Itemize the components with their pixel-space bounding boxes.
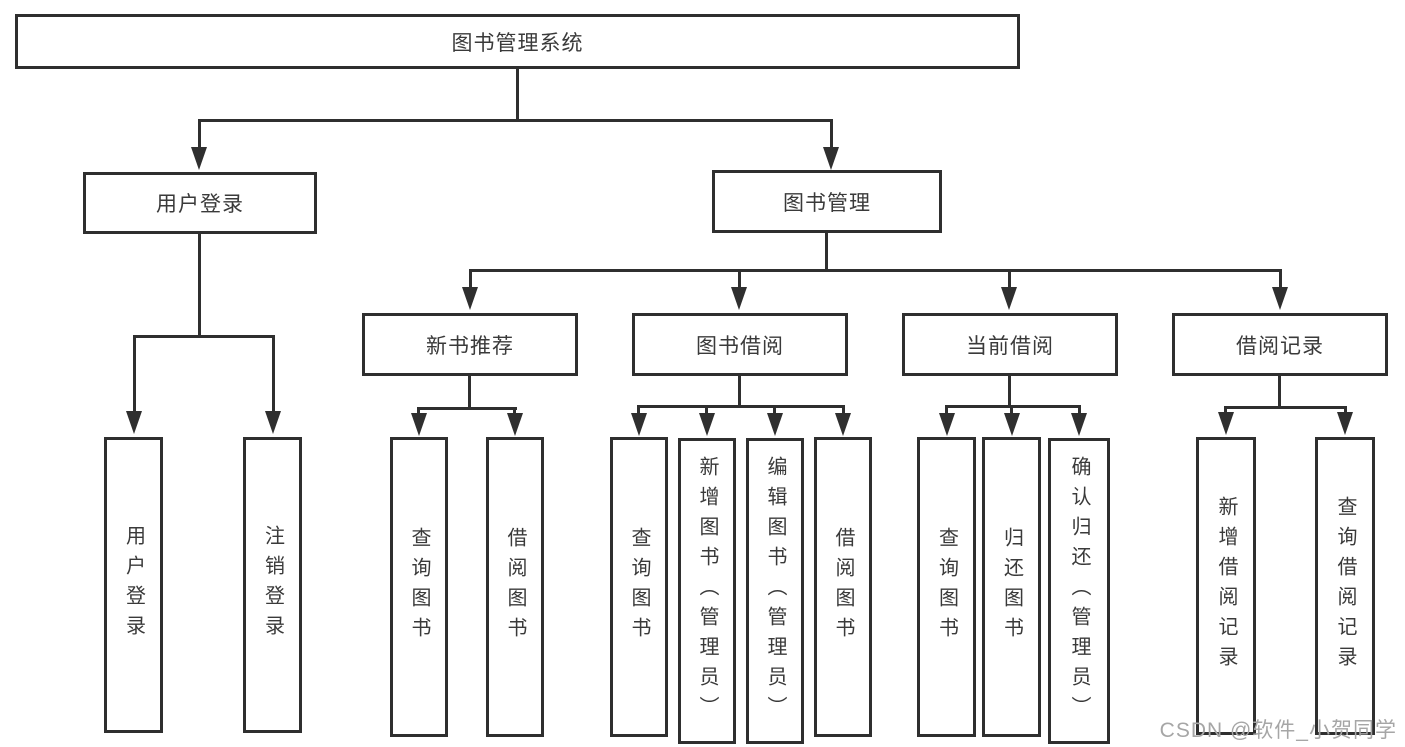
leaf-borrow-books-1-label: 借阅图书 xyxy=(504,527,526,647)
connector-line xyxy=(469,269,472,287)
connector-line xyxy=(1008,269,1011,287)
connector-line xyxy=(842,405,845,413)
node-book-management: 图书管理 xyxy=(712,170,942,233)
arrow-down-icon xyxy=(1071,413,1087,436)
leaf-query-books-1: 查询图书 xyxy=(390,437,448,737)
connector-line xyxy=(133,335,136,412)
connector-line xyxy=(738,269,741,287)
connector-line xyxy=(738,376,741,407)
leaf-user-login-label: 用户登录 xyxy=(122,525,145,645)
connector-line xyxy=(133,335,275,338)
connector-line xyxy=(468,376,471,409)
arrow-down-icon xyxy=(191,147,207,170)
arrow-down-icon xyxy=(835,413,851,436)
arrow-down-icon xyxy=(1218,412,1234,435)
connector-line xyxy=(198,119,833,122)
connector-line xyxy=(469,269,1282,272)
leaf-borrow-books-2-label: 借阅图书 xyxy=(832,527,854,647)
arrow-down-icon xyxy=(462,287,478,310)
node-user-login: 用户登录 xyxy=(83,172,317,234)
connector-line xyxy=(705,405,708,413)
leaf-confirm-return-admin: 确认归还（管理员） xyxy=(1048,438,1110,744)
connector-line xyxy=(516,69,519,121)
connector-line xyxy=(1008,376,1011,407)
connector-line xyxy=(945,405,948,413)
connector-line xyxy=(1279,269,1282,287)
connector-line xyxy=(1078,405,1081,413)
node-borrow-records: 借阅记录 xyxy=(1172,313,1388,376)
node-new-book-recommend-label: 新书推荐 xyxy=(426,334,514,358)
leaf-add-borrow-record-label: 新增借阅记录 xyxy=(1215,496,1237,676)
connector-line xyxy=(1224,406,1347,409)
arrow-down-icon xyxy=(939,413,955,436)
node-book-borrow-label: 图书借阅 xyxy=(696,334,784,358)
arrow-down-icon xyxy=(126,411,142,434)
connector-line xyxy=(272,335,275,412)
node-new-book-recommend: 新书推荐 xyxy=(362,313,578,376)
leaf-user-login: 用户登录 xyxy=(104,437,163,733)
arrow-down-icon xyxy=(265,411,281,434)
leaf-logout-login: 注销登录 xyxy=(243,437,302,733)
leaf-query-books-3: 查询图书 xyxy=(917,437,976,737)
arrow-down-icon xyxy=(631,413,647,436)
node-current-borrow: 当前借阅 xyxy=(902,313,1118,376)
connector-line xyxy=(1344,406,1347,412)
connector-line xyxy=(1278,376,1281,408)
node-borrow-records-label: 借阅记录 xyxy=(1236,334,1324,358)
leaf-query-books-2: 查询图书 xyxy=(610,437,668,737)
connector-line xyxy=(417,407,420,414)
node-user-login-label: 用户登录 xyxy=(156,193,244,216)
node-root-label: 图书管理系统 xyxy=(451,31,584,55)
connector-line xyxy=(945,405,1081,408)
arrow-down-icon xyxy=(731,287,747,310)
leaf-confirm-return-admin-label: 确认归还（管理员） xyxy=(1068,456,1090,726)
leaf-edit-book-admin-label: 编辑图书（管理员） xyxy=(764,456,786,726)
leaf-add-borrow-record: 新增借阅记录 xyxy=(1196,437,1256,735)
leaf-query-borrow-record-label: 查询借阅记录 xyxy=(1334,496,1356,676)
leaf-query-books-1-label: 查询图书 xyxy=(408,527,430,647)
node-current-borrow-label: 当前借阅 xyxy=(966,334,1054,358)
connector-line xyxy=(417,407,517,410)
leaf-return-books-label: 归还图书 xyxy=(1000,527,1023,647)
connector-line xyxy=(825,233,828,271)
connector-line xyxy=(637,405,845,408)
leaf-add-book-admin-label: 新增图书（管理员） xyxy=(696,456,718,726)
leaf-return-books: 归还图书 xyxy=(982,437,1041,737)
arrow-down-icon xyxy=(767,413,783,436)
connector-line xyxy=(830,119,833,148)
connector-line xyxy=(198,234,201,337)
connector-line xyxy=(637,405,640,413)
leaf-logout-login-label: 注销登录 xyxy=(261,525,284,645)
arrow-down-icon xyxy=(823,147,839,170)
connector-line xyxy=(1010,405,1013,413)
node-book-management-label: 图书管理 xyxy=(783,191,871,215)
leaf-query-books-3-label: 查询图书 xyxy=(935,527,958,647)
arrow-down-icon xyxy=(1337,412,1353,435)
leaf-borrow-books-1: 借阅图书 xyxy=(486,437,544,737)
arrow-down-icon xyxy=(411,413,427,436)
connector-line xyxy=(773,405,776,413)
connector-line xyxy=(198,119,201,148)
connector-line xyxy=(1224,406,1227,412)
arrow-down-icon xyxy=(699,413,715,436)
leaf-borrow-books-2: 借阅图书 xyxy=(814,437,872,737)
leaf-add-book-admin: 新增图书（管理员） xyxy=(678,438,736,744)
arrow-down-icon xyxy=(1001,287,1017,310)
node-root: 图书管理系统 xyxy=(15,14,1020,69)
arrow-down-icon xyxy=(507,413,523,436)
watermark: CSDN @软件_小贺同学 xyxy=(1159,719,1397,742)
leaf-edit-book-admin: 编辑图书（管理员） xyxy=(746,438,804,744)
leaf-query-books-2-label: 查询图书 xyxy=(628,527,650,647)
node-book-borrow: 图书借阅 xyxy=(632,313,848,376)
leaf-query-borrow-record: 查询借阅记录 xyxy=(1315,437,1375,735)
arrow-down-icon xyxy=(1004,413,1020,436)
connector-line xyxy=(513,407,516,414)
arrow-down-icon xyxy=(1272,287,1288,310)
